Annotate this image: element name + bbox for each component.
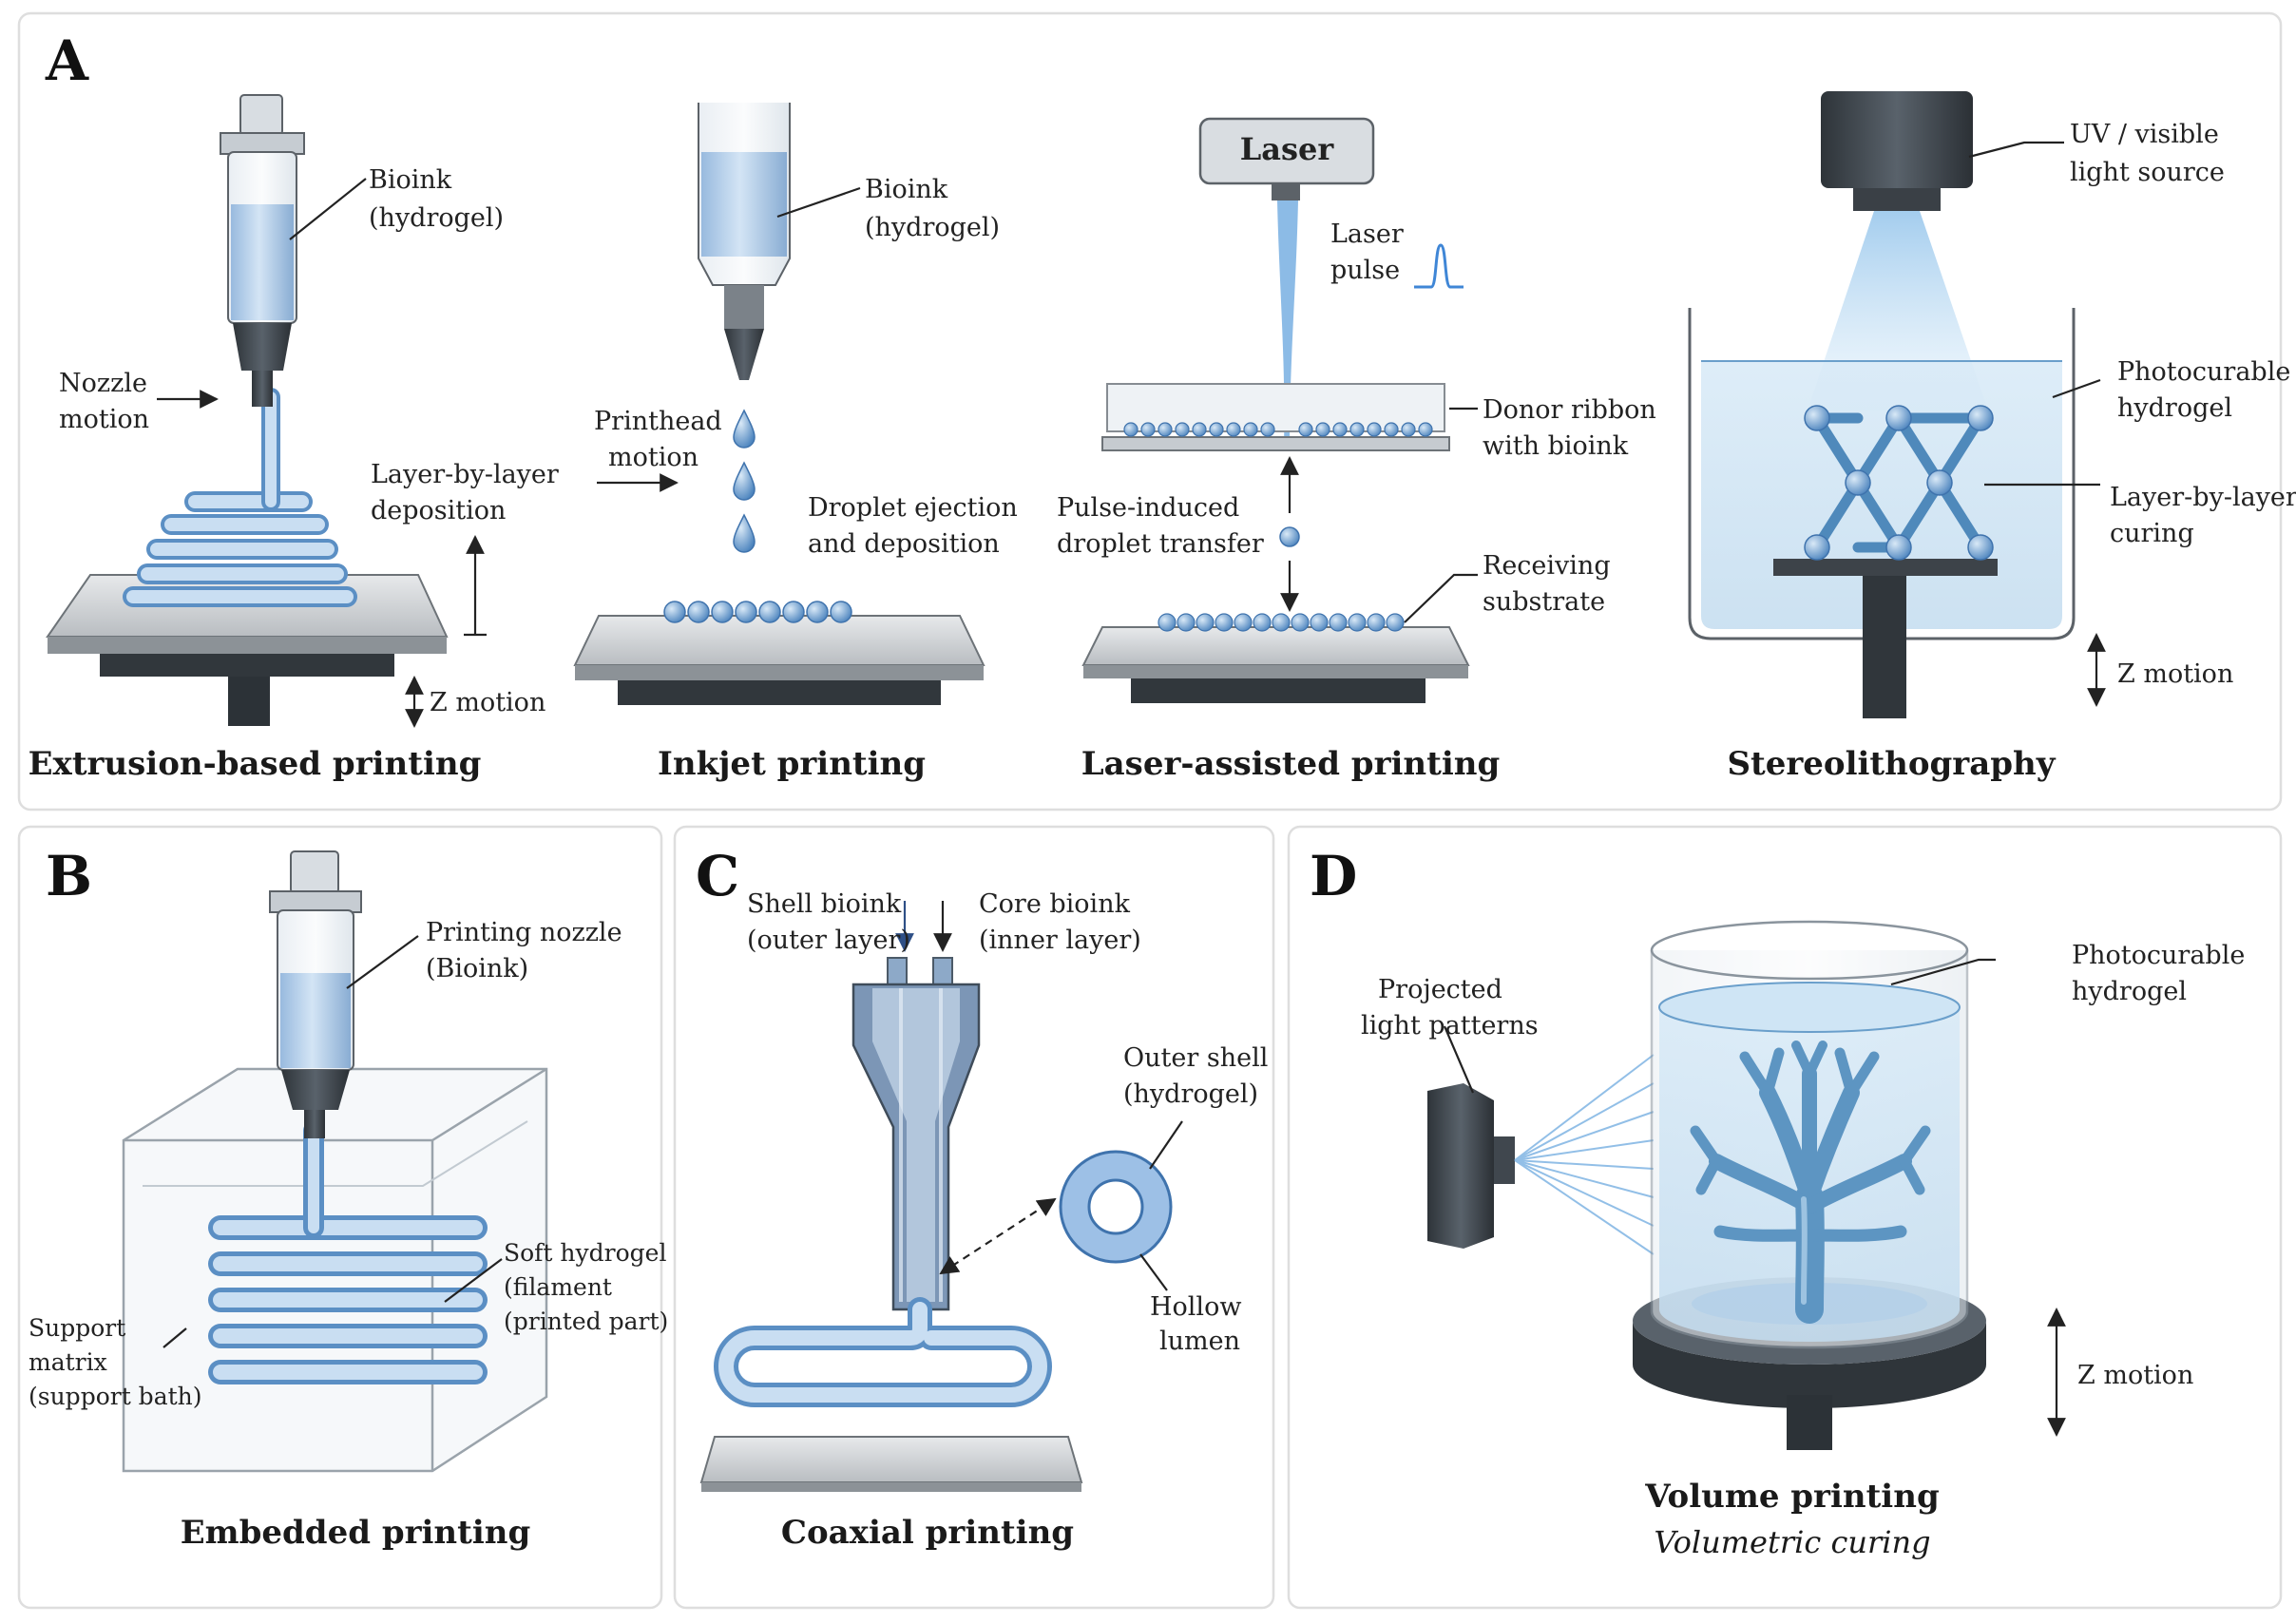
laser-transfer-label: Pulse-induced xyxy=(1057,493,1239,523)
inkjet-droplet-label-2: and deposition xyxy=(808,529,1000,559)
sla-photo-label: Photocurable xyxy=(2117,357,2290,387)
panel-d-letter: D xyxy=(1310,844,1357,908)
embedded-support-label-2: matrix xyxy=(29,1348,107,1376)
laser-receiving-label: Receiving xyxy=(1483,551,1611,581)
extrusion-nozzle-label-2: motion xyxy=(59,405,149,434)
inkjet-bioink-label: Bioink xyxy=(865,175,948,204)
laser-receiving-label-2: substrate xyxy=(1483,587,1605,617)
laser-pulse-label-2: pulse xyxy=(1330,256,1400,285)
volume-z-label: Z motion xyxy=(2077,1361,2193,1390)
extrusion-bioink-label-2: (hydrogel) xyxy=(369,203,504,233)
coaxial-title: Coaxial printing xyxy=(781,1514,1074,1552)
laser-transfer-label-2: droplet transfer xyxy=(1057,529,1264,559)
volume-subtitle: Volumetric curing xyxy=(1654,1524,1930,1560)
sla-source-label: UV / visible xyxy=(2070,120,2219,149)
panel-b-letter: B xyxy=(46,844,92,908)
inkjet-printhead-label-2: motion xyxy=(608,443,698,472)
embedded-soft-label-3: (printed part) xyxy=(504,1308,668,1335)
laser-box-label: Laser xyxy=(1240,131,1335,167)
panel-c-letter: C xyxy=(696,844,739,908)
panel-a-letter: A xyxy=(45,29,89,93)
extrusion-bioink-label: Bioink xyxy=(369,165,452,195)
sla-curing-label-2: curing xyxy=(2110,519,2194,548)
extrusion-title: Extrusion-based printing xyxy=(29,745,482,783)
volume-printer xyxy=(1427,920,2066,1450)
sla-printer xyxy=(1688,91,2106,718)
coaxial-core-label-2: (inner layer) xyxy=(979,926,1141,955)
laser-title: Laser-assisted printing xyxy=(1081,745,1501,783)
embedded-soft-label-2: (filament xyxy=(504,1273,612,1301)
laser-printer xyxy=(1081,117,1478,703)
coaxial-printer xyxy=(699,901,1183,1492)
volume-projected-label-2: light patterns xyxy=(1361,1011,1539,1041)
coaxial-core-label: Core bioink xyxy=(979,889,1131,919)
extrusion-layer-label: Layer-by-layer xyxy=(371,460,559,489)
embedded-nozzle-label: Printing nozzle xyxy=(426,918,622,947)
sla-photo-label-2: hydrogel xyxy=(2117,393,2232,423)
inkjet-printer xyxy=(573,103,985,705)
inkjet-droplet-label: Droplet ejection xyxy=(808,493,1018,523)
embedded-title: Embedded printing xyxy=(181,1514,531,1552)
extrusion-z-label: Z motion xyxy=(430,688,545,717)
inkjet-printhead-label: Printhead xyxy=(594,407,722,436)
volume-photo-label-2: hydrogel xyxy=(2072,977,2187,1006)
inkjet-bioink-label-2: (hydrogel) xyxy=(865,213,1000,242)
volume-projected-label: Projected xyxy=(1378,975,1502,1004)
extrusion-layer-label-2: deposition xyxy=(371,496,506,525)
extrusion-printer xyxy=(46,94,487,728)
embedded-support-label-3: (support bath) xyxy=(29,1383,202,1410)
coaxial-shell-label: Shell bioink xyxy=(747,889,902,919)
coaxial-outer-label: Outer shell xyxy=(1123,1043,1268,1073)
laser-donor-label: Donor ribbon xyxy=(1483,395,1656,425)
embedded-soft-label: Soft hydrogel xyxy=(504,1239,666,1267)
embedded-support-label: Support xyxy=(29,1314,125,1342)
laser-donor-label-2: with bioink xyxy=(1483,431,1629,461)
laser-pulse-label: Laser xyxy=(1330,220,1404,249)
sla-z-label: Z motion xyxy=(2117,659,2233,689)
sla-source-label-2: light source xyxy=(2070,158,2225,187)
inkjet-title: Inkjet printing xyxy=(658,745,926,783)
coaxial-hollow-label-2: lumen xyxy=(1159,1327,1240,1356)
coaxial-hollow-label: Hollow xyxy=(1150,1292,1241,1322)
extrusion-nozzle-label: Nozzle xyxy=(59,369,147,398)
sla-curing-label: Layer-by-layer xyxy=(2110,483,2296,512)
embedded-nozzle-label-2: (Bioink) xyxy=(426,954,528,983)
sla-title: Stereolithography xyxy=(1727,745,2056,783)
volume-title: Volume printing xyxy=(1644,1478,1939,1516)
coaxial-shell-label-2: (outer layer) xyxy=(747,926,910,955)
volume-photo-label: Photocurable xyxy=(2072,941,2245,970)
coaxial-outer-label-2: (hydrogel) xyxy=(1123,1079,1258,1109)
embedded-printer xyxy=(122,850,548,1473)
